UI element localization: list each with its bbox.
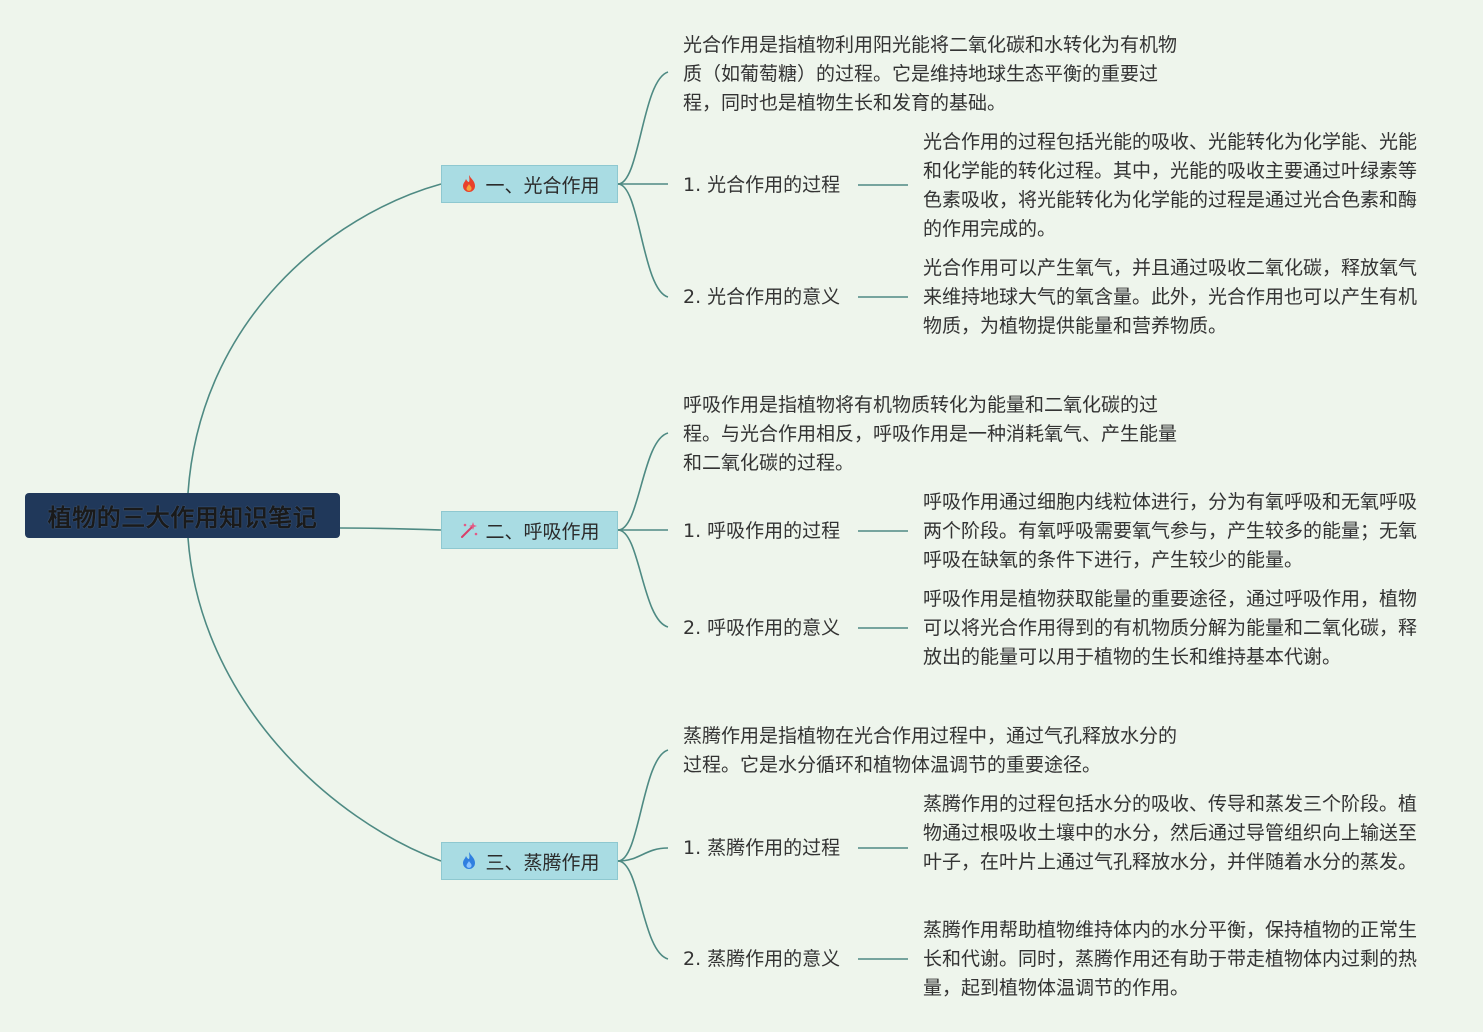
connector-b1-item2 bbox=[617, 183, 669, 298]
subtopic-label[interactable]: 2. 呼吸作用的意义 bbox=[683, 617, 841, 639]
fire-icon bbox=[459, 174, 479, 194]
connector-root-branch-1 bbox=[187, 183, 442, 494]
connector-b1-desc bbox=[617, 71, 669, 185]
branch-label: 一、光合作用 bbox=[485, 174, 600, 197]
connector-b3-desc bbox=[617, 749, 669, 862]
connector-root-branch-3 bbox=[187, 537, 442, 862]
connector-root-branch-2 bbox=[339, 527, 442, 531]
branch-label: 二、呼吸作用 bbox=[485, 520, 600, 543]
subtopic-detail: 呼吸作用是植物获取能量的重要途径，通过呼吸作用，植物可以将光合作用得到的有机物质… bbox=[923, 588, 1418, 668]
branch-photosynthesis[interactable]: 一、光合作用 bbox=[441, 165, 618, 203]
connector-b3-item1 bbox=[617, 847, 669, 862]
blue-flame-icon bbox=[459, 851, 479, 871]
connector-b3-item2 bbox=[617, 860, 669, 960]
branch-respiration[interactable]: 二、呼吸作用 bbox=[441, 511, 618, 549]
subtopic-detail: 呼吸作用通过细胞内线粒体进行，分为有氧呼吸和无氧呼吸两个阶段。有氧呼吸需要氧气参… bbox=[923, 491, 1418, 571]
branch-description: 呼吸作用是指植物将有机物质转化为能量和二氧化碳的过程。与光合作用相反，呼吸作用是… bbox=[683, 394, 1178, 474]
connector-b2-item2 bbox=[617, 529, 669, 628]
branch-description: 光合作用是指植物利用阳光能将二氧化碳和水转化为有机物质（如葡萄糖）的过程。它是维… bbox=[683, 34, 1178, 114]
subtopic-detail: 光合作用的过程包括光能的吸收、光能转化为化学能、光能和化学能的转化过程。其中，光… bbox=[923, 131, 1418, 240]
branch-transpiration[interactable]: 三、蒸腾作用 bbox=[441, 842, 618, 880]
subtopic-label[interactable]: 1. 蒸腾作用的过程 bbox=[683, 837, 841, 859]
root-node[interactable]: 植物的三大作用知识笔记 bbox=[25, 493, 340, 538]
subtopic-label[interactable]: 2. 光合作用的意义 bbox=[683, 286, 841, 308]
sparkle-icon bbox=[459, 520, 479, 540]
subtopic-label[interactable]: 1. 呼吸作用的过程 bbox=[683, 520, 841, 542]
root-title: 植物的三大作用知识笔记 bbox=[47, 504, 318, 532]
subtopic-detail: 光合作用可以产生氧气，并且通过吸收二氧化碳，释放氧气来维持地球大气的氧含量。此外… bbox=[923, 257, 1418, 337]
branch-label: 三、蒸腾作用 bbox=[485, 851, 600, 874]
subtopic-detail: 蒸腾作用帮助植物维持体内的水分平衡，保持植物的正常生长和代谢。同时，蒸腾作用还有… bbox=[923, 919, 1418, 999]
branch-description: 蒸腾作用是指植物在光合作用过程中，通过气孔释放水分的过程。它是水分循环和植物体温… bbox=[683, 725, 1178, 776]
subtopic-label[interactable]: 1. 光合作用的过程 bbox=[683, 174, 841, 196]
subtopic-detail: 蒸腾作用的过程包括水分的吸收、传导和蒸发三个阶段。植物通过根吸收土壤中的水分，然… bbox=[923, 793, 1418, 873]
subtopic-label[interactable]: 2. 蒸腾作用的意义 bbox=[683, 948, 841, 970]
connector-b2-desc bbox=[617, 432, 669, 531]
